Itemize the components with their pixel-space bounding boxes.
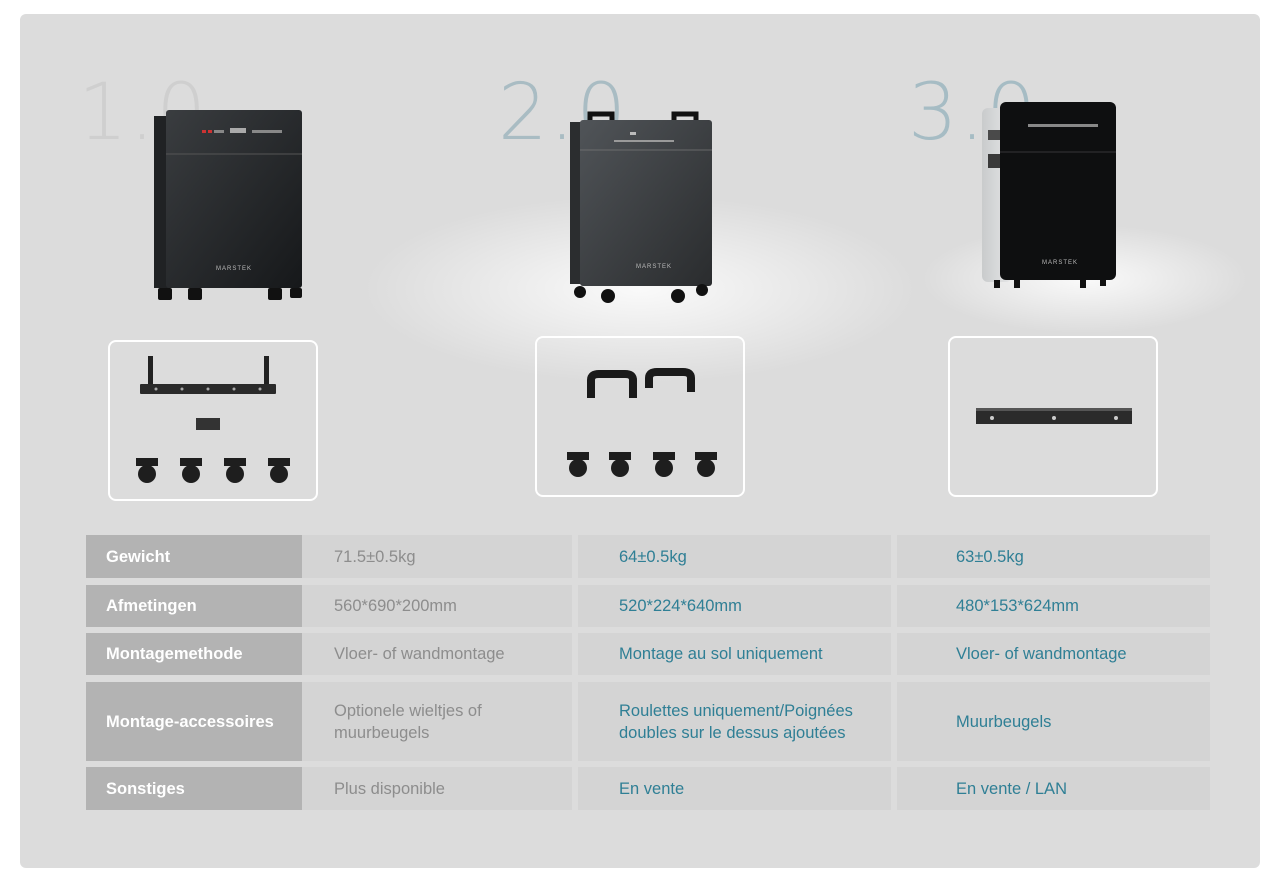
accessories-box-1 <box>108 340 318 501</box>
cell-v2: 520*224*640mm <box>578 585 891 627</box>
cell-v3: Vloer- of wandmontage <box>897 633 1210 675</box>
cell-v3: Muurbeugels <box>897 682 1210 761</box>
cell-v1: Optionele wieltjes of muurbeugels <box>302 682 572 761</box>
cell-v2: Montage au sol uniquement <box>578 633 891 675</box>
cell-v2: En vente <box>578 767 891 810</box>
handles-and-wheels-image <box>567 368 717 477</box>
brand-text: MARSTEK <box>1042 260 1078 266</box>
battery-unit-1-image: MARSTEK <box>154 110 302 300</box>
table-row: Gewicht 71.5±0.5kg 64±0.5kg 63±0.5kg <box>86 535 1210 578</box>
cell-v1: Plus disponible <box>302 767 572 810</box>
wall-bracket-image <box>976 408 1132 424</box>
cell-v3: En vente / LAN <box>897 767 1210 810</box>
cell-v1: 560*690*200mm <box>302 585 572 627</box>
brand-text: MARSTEK <box>216 266 252 272</box>
cell-v3: 480*153*624mm <box>897 585 1210 627</box>
battery-unit-2-image: MARSTEK <box>570 111 712 303</box>
battery-unit-3-image: MARSTEK <box>982 102 1116 288</box>
row-label: Afmetingen <box>86 585 302 627</box>
row-label: Sonstiges <box>86 767 302 810</box>
table-row: Sonstiges Plus disponible En vente En ve… <box>86 767 1210 810</box>
cell-v2: 64±0.5kg <box>578 535 891 578</box>
comparison-panel: 1.0 2.0 3.0 MARSTEK <box>20 14 1260 868</box>
table-row: Montagemethode Vloer- of wandmontage Mon… <box>86 633 1210 675</box>
row-label: Montagemethode <box>86 633 302 675</box>
cell-v1: 71.5±0.5kg <box>302 535 572 578</box>
wall-bracket-and-wheels-image <box>136 356 290 483</box>
accessories-box-2 <box>535 336 745 497</box>
brand-text: MARSTEK <box>636 264 672 270</box>
accessories-box-3 <box>948 336 1158 497</box>
cell-v3: 63±0.5kg <box>897 535 1210 578</box>
table-row: Montage-accessoires Optionele wieltjes o… <box>86 682 1210 761</box>
table-row: Afmetingen 560*690*200mm 520*224*640mm 4… <box>86 585 1210 627</box>
row-label: Montage-accessoires <box>86 682 302 761</box>
cell-v2: Roulettes uniquement/Poignées doubles su… <box>578 682 891 761</box>
cell-v1: Vloer- of wandmontage <box>302 633 572 675</box>
row-label: Gewicht <box>86 535 302 578</box>
